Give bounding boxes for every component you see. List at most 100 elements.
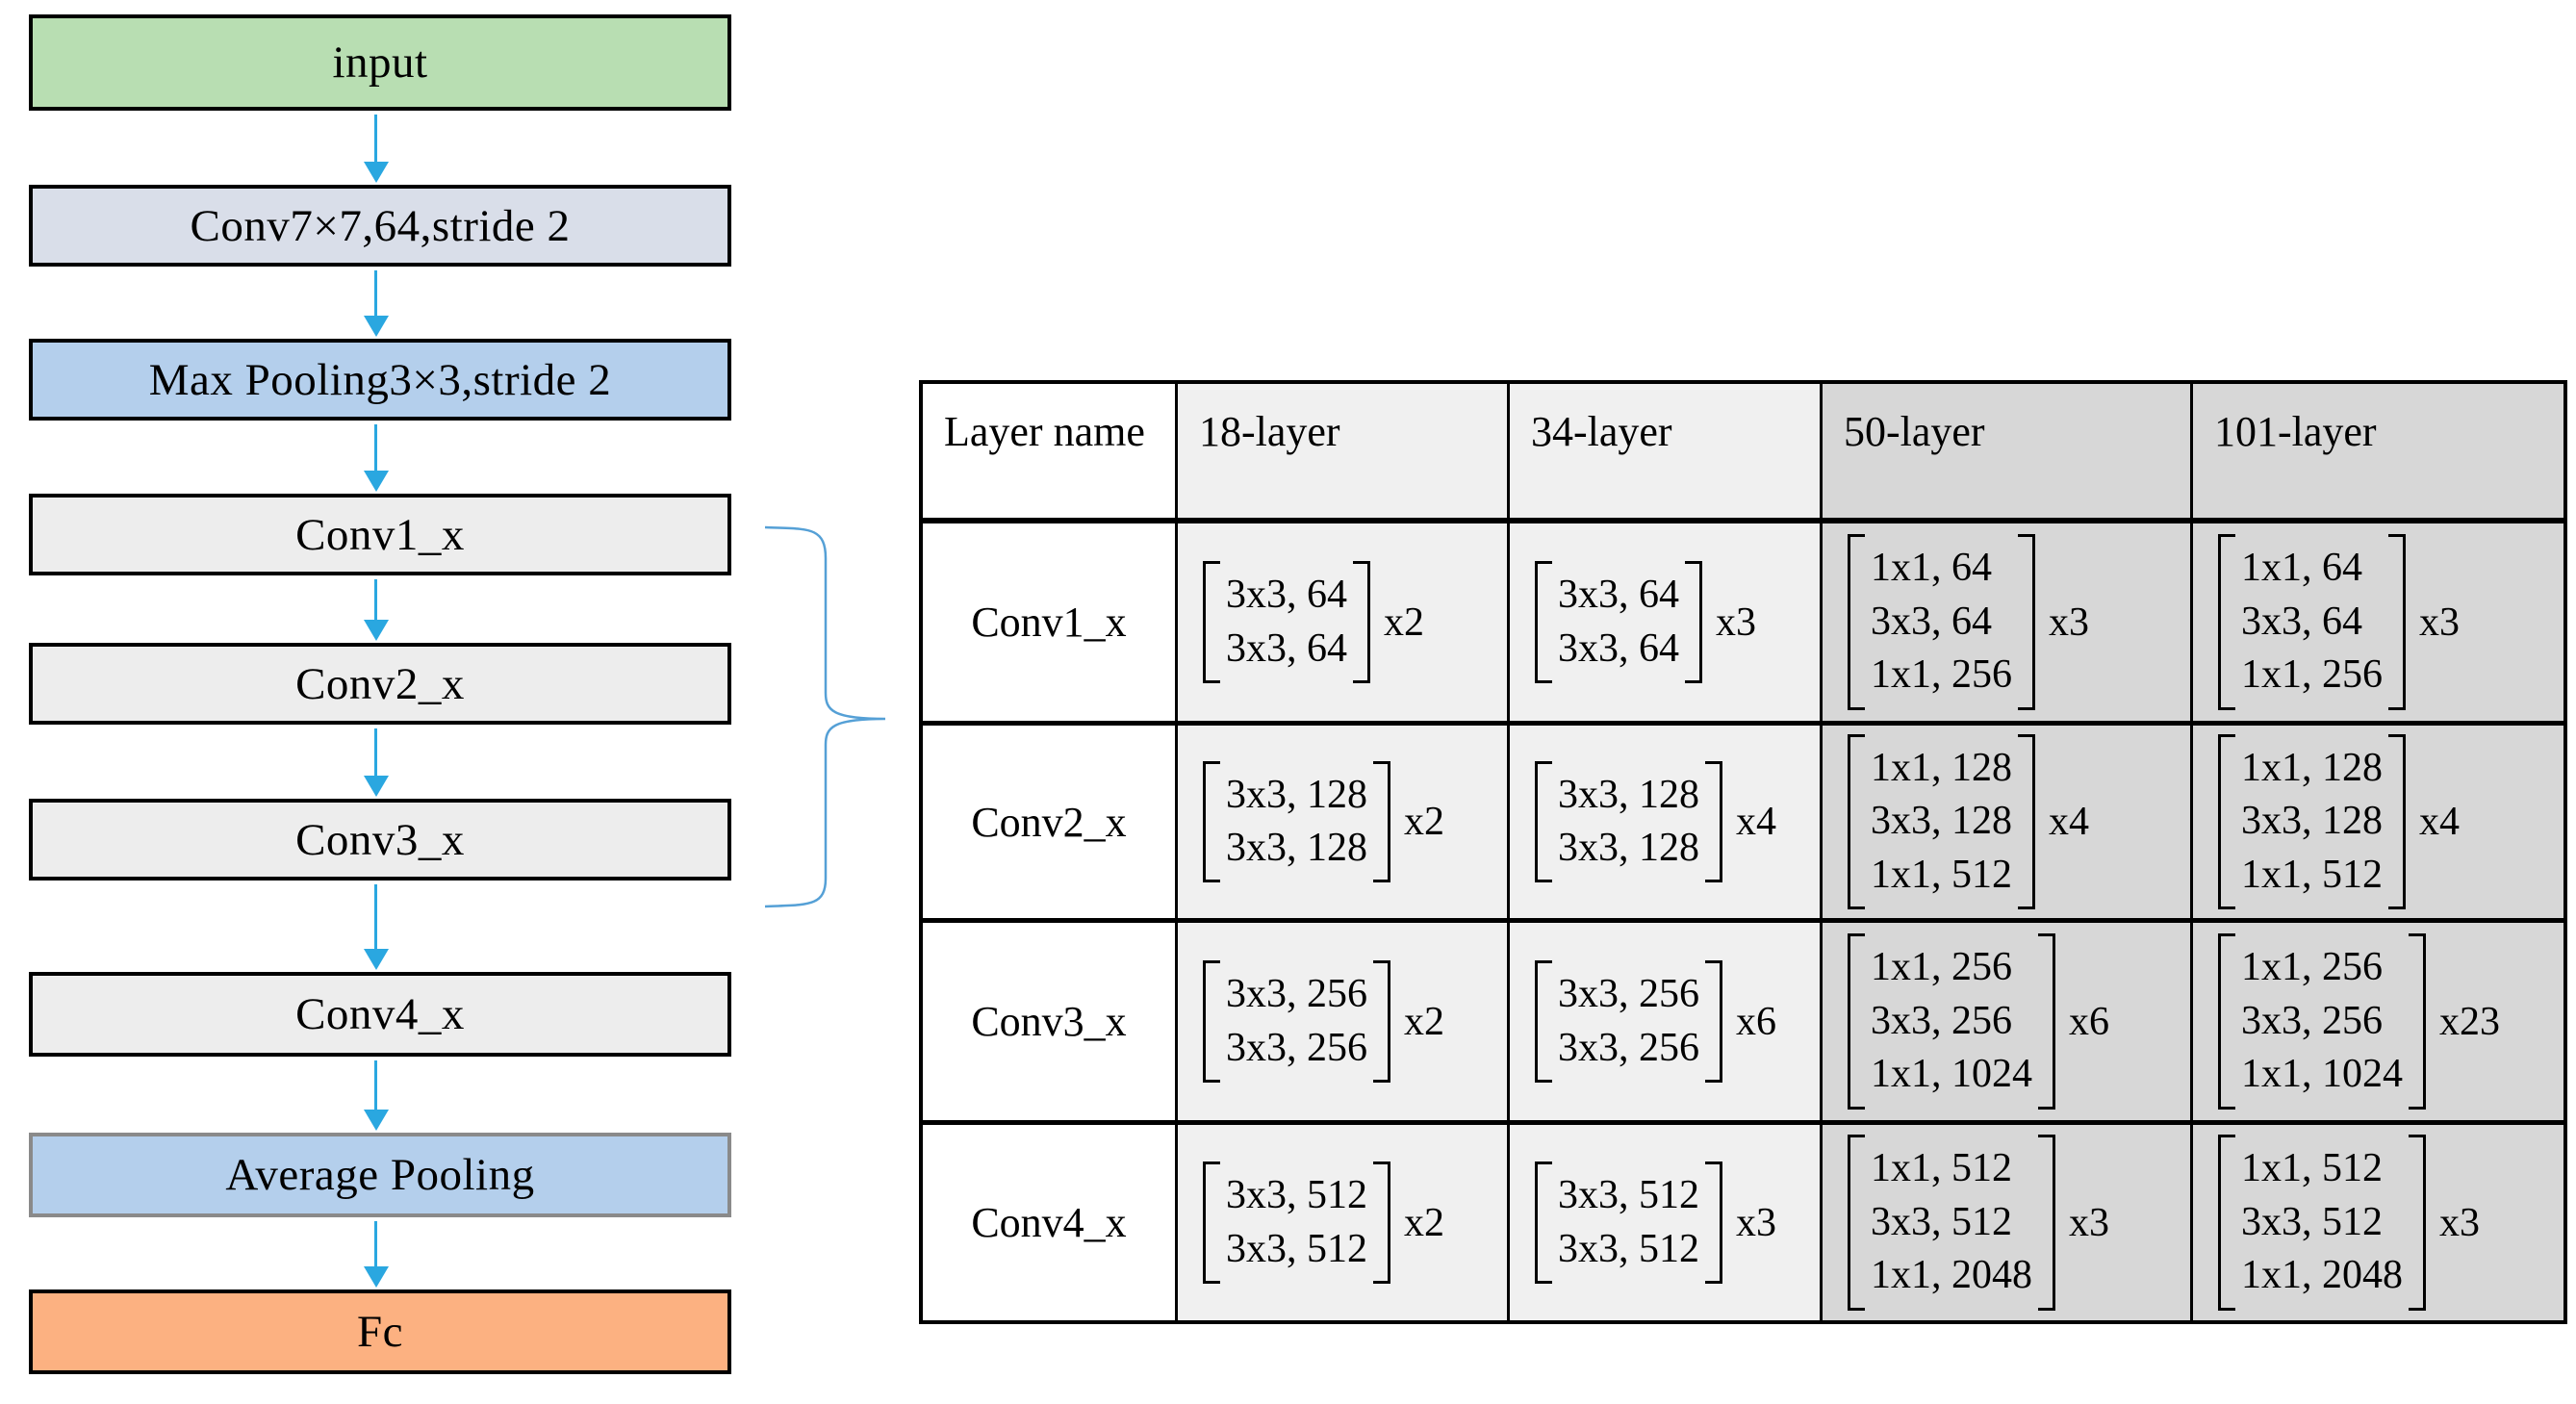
conv-line: 3x3, 512 — [1871, 1199, 2012, 1244]
bracket-right — [2388, 534, 2406, 710]
bracket-right — [2038, 933, 2055, 1110]
multiplier: x23 — [2439, 999, 2500, 1044]
bracket-right — [2038, 1135, 2055, 1311]
down-arrow-head — [364, 1110, 389, 1131]
down-arrow-stem — [374, 728, 377, 779]
flow-node-average-pooling: Average Pooling — [29, 1133, 731, 1217]
multiplier: x3 — [2049, 600, 2089, 645]
conv-block-matrix: 3x3, 128 3x3, 128 — [1203, 760, 1390, 883]
table-header-50-layer: 50-layer — [1823, 384, 2193, 523]
conv-line: 3x3, 64 — [2241, 599, 2362, 644]
conv-line: 3x3, 512 — [1558, 1226, 1699, 1271]
bracket-left — [1203, 760, 1220, 883]
conv-line: 3x3, 512 — [1558, 1173, 1699, 1218]
down-arrow-stem — [374, 1060, 377, 1113]
down-arrow-stem — [374, 270, 377, 319]
conv-line: 3x3, 64 — [1558, 625, 1679, 671]
multiplier: x4 — [2049, 800, 2089, 844]
bracket-left — [2218, 933, 2235, 1110]
bracket-left — [1535, 960, 1552, 1083]
bracket-right — [1705, 760, 1722, 883]
conv-line: 3x3, 128 — [1226, 772, 1367, 817]
multiplier: x4 — [2419, 800, 2460, 844]
layer-name-cell: Conv1_x — [923, 523, 1178, 726]
conv-block-lines: 3x3, 512 3x3, 512 — [1552, 1161, 1705, 1284]
flow-node-label: Fc — [357, 1307, 403, 1357]
bracket-right — [1373, 1161, 1390, 1284]
flow-node-conv2-x: Conv2_x — [29, 643, 731, 725]
conv-line: 1x1, 256 — [2241, 945, 2383, 990]
multiplier: x3 — [2069, 1200, 2109, 1245]
bracket-right — [2018, 733, 2035, 910]
conv-line: 1x1, 256 — [1871, 652, 2012, 698]
conv-line: 3x3, 256 — [1226, 1025, 1367, 1070]
conv-line: 3x3, 512 — [1226, 1173, 1367, 1218]
conv-line: 3x3, 128 — [2241, 799, 2383, 844]
conv-line: 3x3, 512 — [2241, 1199, 2383, 1244]
multiplier: x2 — [1404, 800, 1444, 844]
flow-node-label: Average Pooling — [225, 1150, 535, 1200]
down-arrow-head — [364, 949, 389, 970]
multiplier: x3 — [1716, 600, 1756, 645]
conv-block-lines: 3x3, 256 3x3, 256 — [1220, 960, 1373, 1083]
flow-node-conv4-x: Conv4_x — [29, 972, 731, 1057]
flow-node-label: input — [332, 38, 428, 88]
conv-line: 3x3, 128 — [1558, 826, 1699, 870]
bracket-right — [2018, 534, 2035, 710]
down-arrow-stem — [374, 884, 377, 953]
conv-line: 1x1, 128 — [1871, 745, 2012, 790]
bracket-left — [1535, 1161, 1552, 1284]
bracket-right — [1685, 561, 1702, 683]
multiplier: x4 — [1736, 800, 1776, 844]
bracket-left — [2218, 1135, 2235, 1311]
bracket-left — [1203, 960, 1220, 1083]
conv-line: 1x1, 1024 — [2241, 1052, 2403, 1097]
down-arrow-stem — [374, 579, 377, 624]
flow-node-label: Max Pooling3×3,stride 2 — [148, 354, 612, 405]
conv-line: 1x1, 128 — [2241, 745, 2383, 790]
down-arrow-head — [364, 620, 389, 641]
down-arrow-head — [364, 316, 389, 337]
bracket-left — [2218, 534, 2235, 710]
bracket-right — [1705, 960, 1722, 1083]
conv-line: 3x3, 256 — [1558, 972, 1699, 1017]
flow-node-fc: Fc — [29, 1289, 731, 1374]
conv-block-lines: 3x3, 128 3x3, 128 — [1220, 761, 1373, 883]
down-arrow — [363, 728, 391, 797]
flow-node-input: input — [29, 14, 731, 111]
conv-line: 3x3, 256 — [1226, 972, 1367, 1017]
conv-line: 1x1, 2048 — [1871, 1253, 2032, 1298]
down-arrow — [363, 884, 391, 970]
conv-block-matrix: 3x3, 512 3x3, 512 — [1535, 1161, 1722, 1284]
conv-line: 3x3, 128 — [1226, 826, 1367, 870]
bracket-right — [1705, 1161, 1722, 1284]
config-cell: 3x3, 128 3x3, 128 x2 — [1178, 726, 1510, 923]
